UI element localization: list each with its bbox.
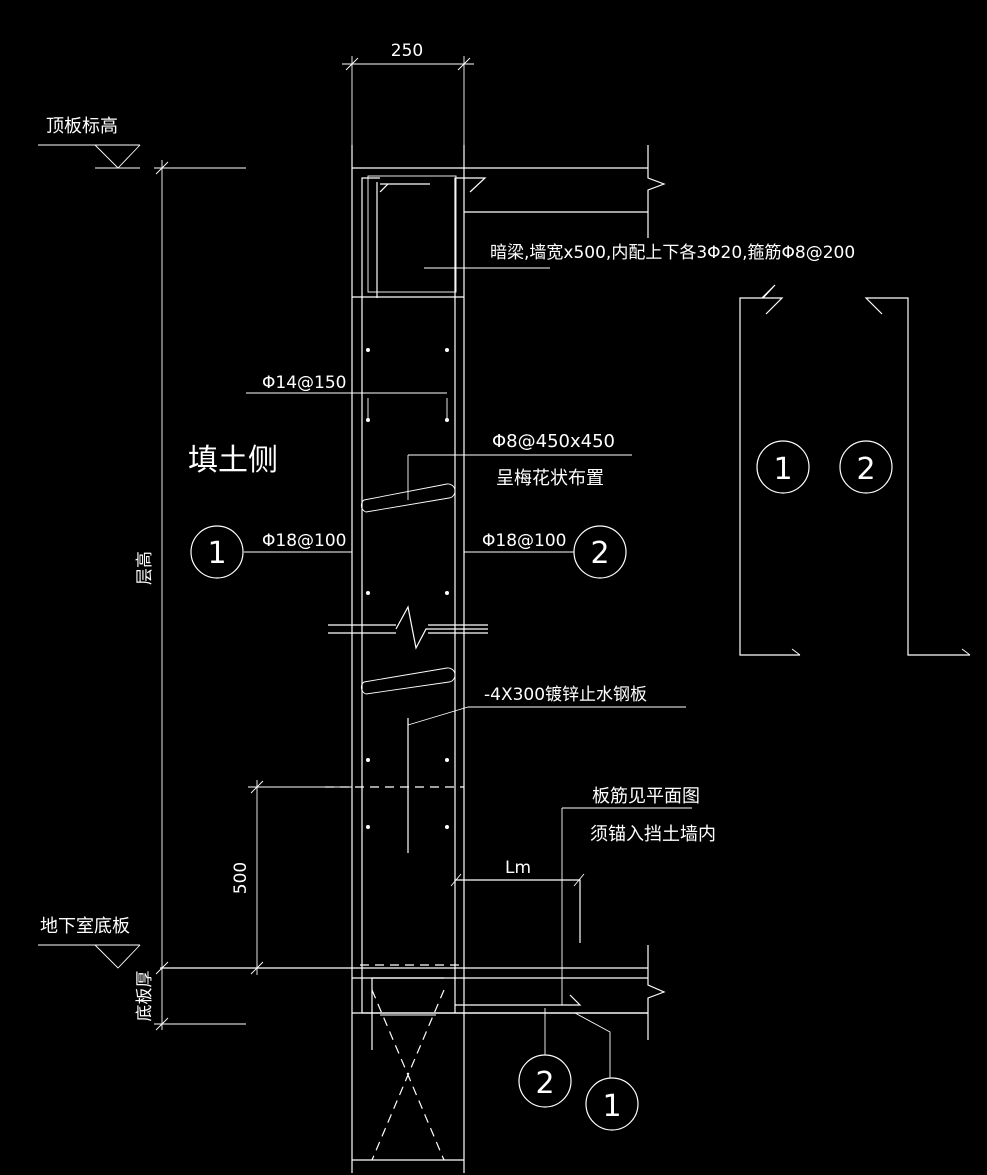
marker-2-right-text: 2 [590,536,609,571]
vertical-bars-right-annotation: Φ18@100 2 [464,525,627,579]
bottom-marker-2: 2 [518,1008,572,1108]
legend-marker-2-text: 2 [856,452,875,487]
fill-side-label: 填土侧 [188,443,278,478]
vertical-bars-right-text: Φ18@100 [482,531,566,551]
slab-bars-annotation: 板筋见平面图 须锚入挡土墙内 [590,786,716,845]
wall-outline [351,145,648,1173]
horizontal-bars-text: Φ14@150 [262,373,346,393]
concealed-beam-annotation: 暗梁,墙宽x500,内配上下各3Φ20,箍筋Φ8@200 [424,243,855,269]
tie-bar-upper [360,454,632,513]
concealed-beam-text: 暗梁,墙宽x500,内配上下各3Φ20,箍筋Φ8@200 [490,243,855,263]
vertical-bars-left-text: Φ18@100 [262,531,346,551]
basement-floor-level-marker: 地下室底板 [38,916,141,969]
concealed-beam-stirrup [367,175,457,293]
horizontal-rebar-dots [366,348,449,829]
slab-bars-note1-text: 板筋见平面图 [592,786,700,807]
waterstop-annotation: -4X300镀锌止水钢板 [484,685,647,705]
fill-side-text: 填土侧 [188,443,278,478]
legend-marker-1-text: 1 [773,452,792,487]
top-slab-break-line [464,145,666,238]
story-height-text: 层高 [135,551,155,585]
slab-rebar-leader [561,807,692,1005]
top-slab-level-marker: 顶板标高 [38,116,141,169]
slab-bars-note2-text: 须锚入挡土墙内 [590,824,716,845]
wall-width-text: 250 [391,41,423,61]
waterstop-text: -4X300镀锌止水钢板 [484,685,647,705]
anchor-length-text: Lm [505,858,531,878]
slab-thickness-text: 底板厚 [135,971,155,1022]
marker-1-left-text: 1 [207,536,226,571]
bottom-marker-1: 1 [574,1012,639,1131]
top-slab-level-text: 顶板标高 [46,116,118,137]
basement-floor-level-text: 地下室底板 [40,916,130,937]
story-height-dimension: 层高 底板厚 [135,160,246,1031]
floor-slab [160,879,666,1050]
marker-1-bottom-text: 1 [602,1089,621,1124]
lower-height-dimension: 500 [231,780,352,975]
tie-bars-spec-text: Φ8@450x450 [492,431,615,452]
tie-bars-annotation: Φ8@450x450 呈梅花状布置 [492,431,615,489]
wall-mid-break-line [328,605,488,650]
vertical-bars-left-annotation: Φ18@100 1 [190,525,352,579]
bar-shape-legend: 1 2 [739,284,971,656]
horizontal-bars-annotation: Φ14@150 [246,373,447,394]
marker-2-bottom-text: 2 [535,1066,554,1101]
vertical-rebar [361,177,487,1013]
tie-bars-layout-text: 呈梅花状布置 [496,468,604,489]
lower-height-text: 500 [231,862,251,894]
wall-width-dimension: 250 [342,41,474,145]
tie-bar-lower [360,667,456,695]
anchor-length-dimension: Lm [450,858,585,887]
foundation-cross [371,989,445,1161]
